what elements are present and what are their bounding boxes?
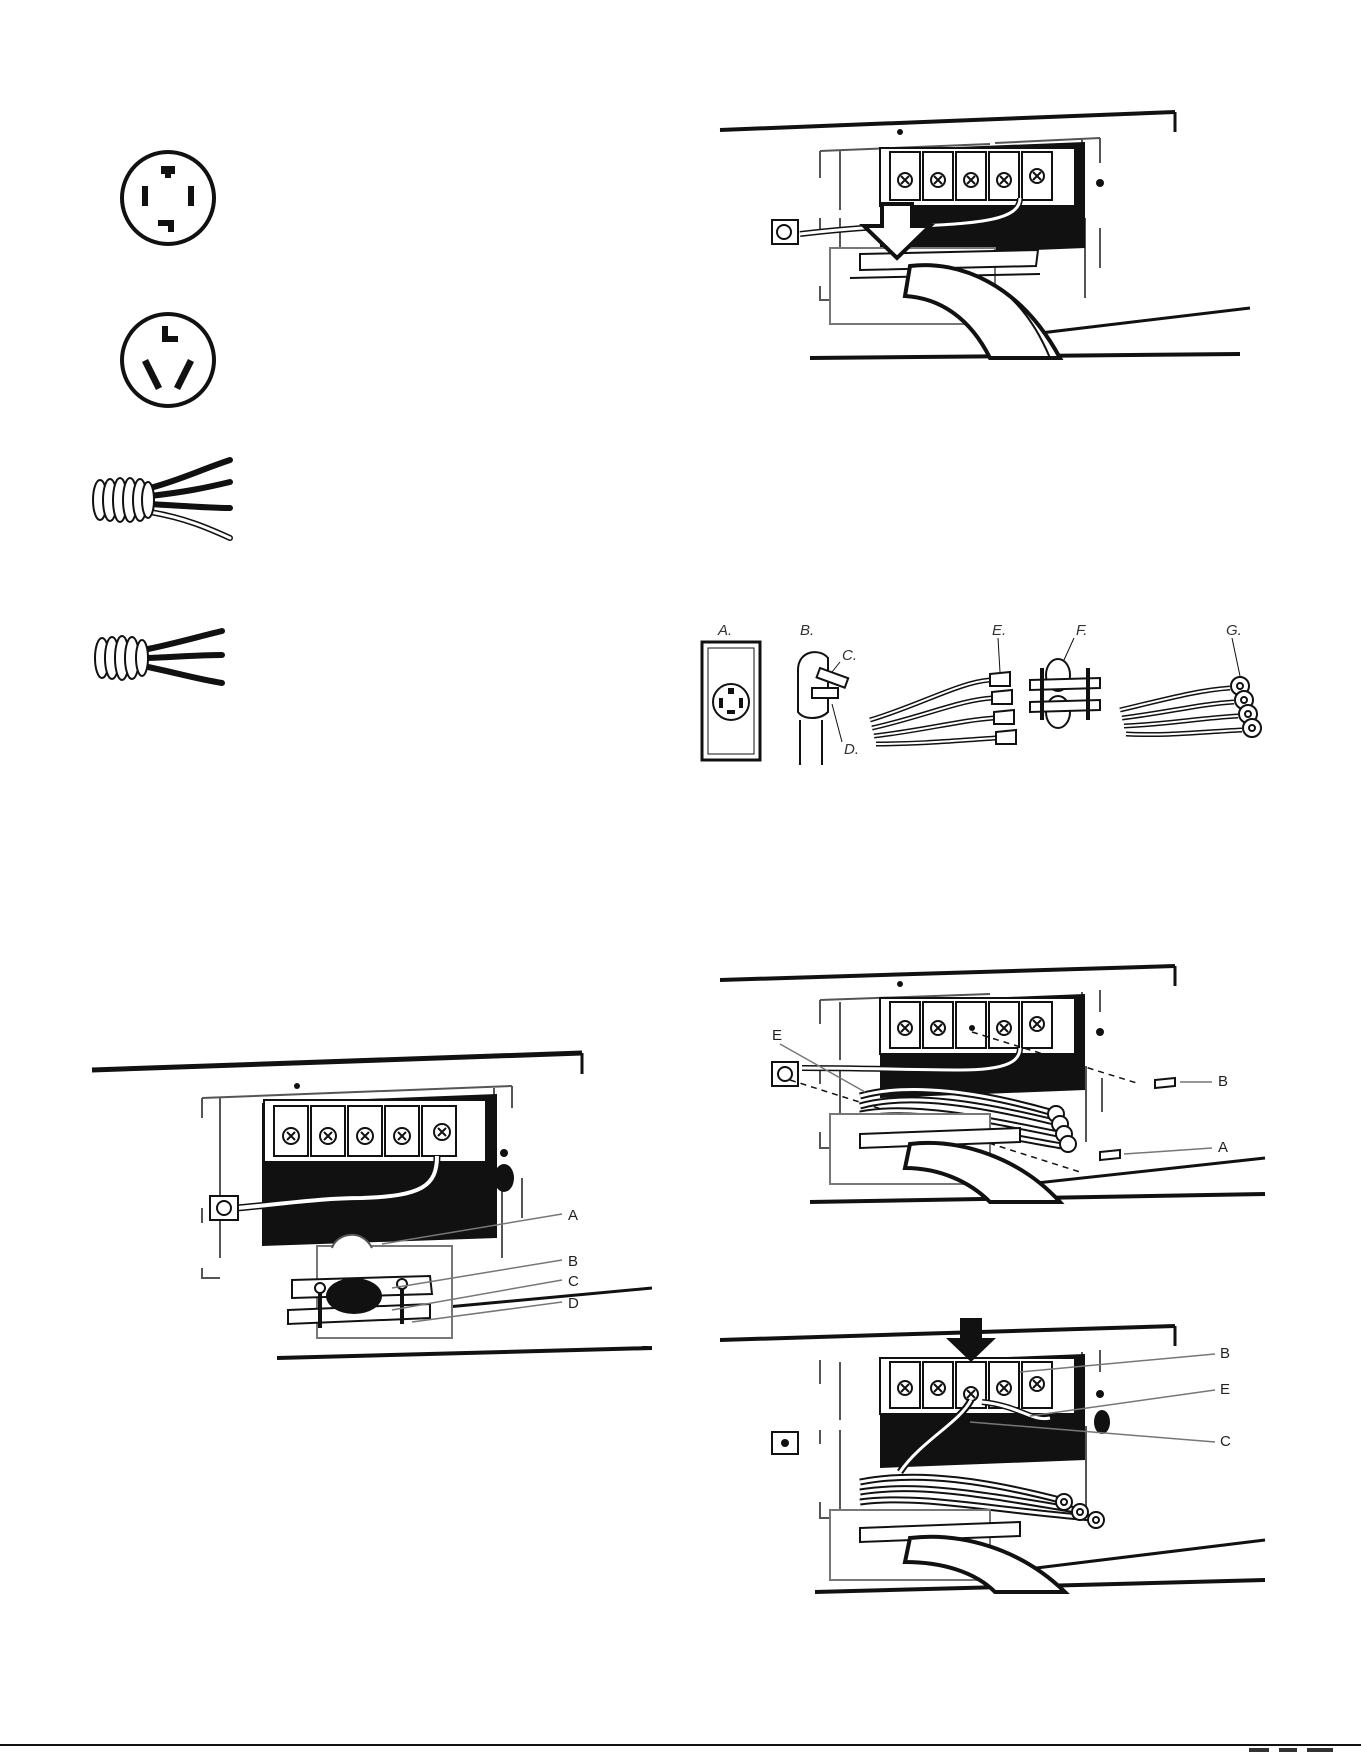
label-d: D bbox=[568, 1295, 579, 1312]
label-a: A bbox=[1218, 1139, 1228, 1156]
terminal-block-strain-relief-figure bbox=[720, 108, 1265, 358]
label-d: D. bbox=[844, 741, 859, 758]
four-wire-cable-icon bbox=[90, 458, 240, 543]
label-c: C. bbox=[842, 647, 857, 664]
strain-relief-labeled-figure: A B C D bbox=[92, 1048, 657, 1363]
label-b: B bbox=[1218, 1073, 1228, 1090]
label-c: C bbox=[568, 1273, 579, 1290]
label-g: G. bbox=[1226, 622, 1242, 639]
three-wire-cable-icon bbox=[92, 627, 232, 689]
page-bottom-rule bbox=[0, 1744, 1361, 1746]
neutral-terminal-wiring-figure: B E C bbox=[720, 1322, 1280, 1592]
three-prong-outlet-icon bbox=[118, 310, 218, 410]
four-prong-outlet-icon bbox=[118, 148, 218, 248]
label-b: B bbox=[568, 1253, 578, 1270]
label-e: E. bbox=[992, 622, 1006, 639]
label-c: C bbox=[1220, 1433, 1231, 1450]
label-a: A bbox=[568, 1207, 578, 1224]
label-b: B bbox=[1220, 1345, 1230, 1362]
label-a: A. bbox=[717, 622, 732, 639]
label-e: E bbox=[772, 1027, 782, 1044]
kit-parts-figure: A. B. C. D. E. bbox=[700, 620, 1275, 765]
label-f: F. bbox=[1076, 622, 1087, 639]
label-e: E bbox=[1220, 1381, 1230, 1398]
ring-terminal-wiring-figure: E B A bbox=[720, 962, 1280, 1202]
label-b: B. bbox=[800, 622, 814, 639]
footer-marks bbox=[1249, 1748, 1333, 1752]
